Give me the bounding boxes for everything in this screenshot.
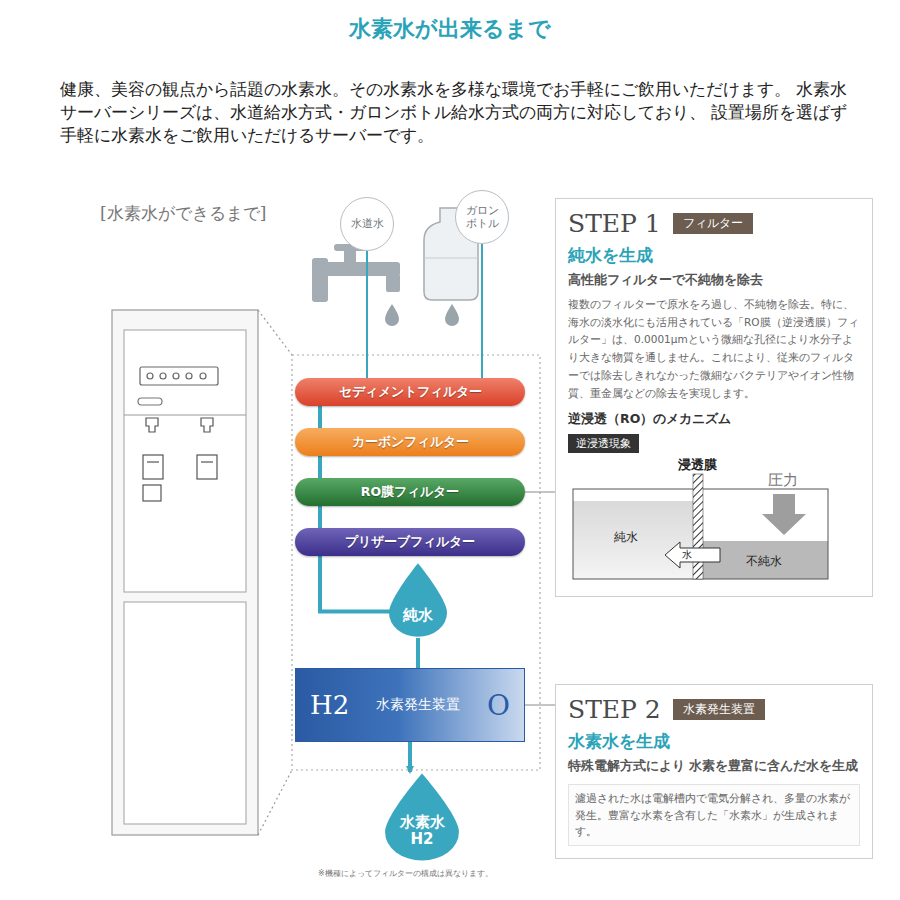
drop-label: 純水 <box>403 607 433 624</box>
filter-band: RO膜フィルター <box>295 478 525 506</box>
formula: H2 <box>411 831 434 848</box>
formula: H2 <box>310 690 349 720</box>
step-number: STEP 1 <box>568 209 661 238</box>
drop-label: 水素水 <box>400 814 445 831</box>
formula: O <box>487 689 510 722</box>
source-circle: ガロンボトル <box>455 190 509 244</box>
figure-label: 純水 <box>614 529 638 546</box>
step-panel: STEP 2 水素発生装置水素水を生成特殊電解方式により 水素を豊富に含んだ水を生… <box>555 684 873 859</box>
step-panel: STEP 1 フィルター純水を生成高性能フィルターで不純物を除去複数のフィルターで… <box>555 198 873 597</box>
flow-line <box>481 244 483 378</box>
flow-line <box>318 506 322 528</box>
panel-subheading: 高性能フィルターで不純物を除去 <box>568 271 860 290</box>
text-row: STEP 2 水素発生装置 <box>568 695 860 724</box>
flow-line <box>318 456 322 478</box>
device-name: 水素発生装置 <box>376 696 460 714</box>
leader-line <box>525 492 555 493</box>
step-tag: フィルター <box>673 213 753 234</box>
drop-shape <box>385 562 451 638</box>
tag-text: 逆浸透現象 <box>576 436 631 451</box>
footnote: ※機種によってフィルターの構成は異なります。 <box>318 868 493 879</box>
water-drop: 純水 <box>385 562 451 638</box>
flow-line <box>416 638 420 668</box>
hydrogen-generator: H2 水素発生装置 O <box>295 668 525 742</box>
figure-label: 浸透膜 <box>678 457 717 474</box>
panel-body: 濾過された水は電解槽内で電気分解され、多量の水素が発生。豊富な水素を含有した「水… <box>568 784 860 846</box>
panel-heading: 水素水を生成 <box>568 730 860 753</box>
section-heading: 逆浸透（RO）のメカニズム <box>568 411 860 428</box>
figure-caption: [水素水ができるまで] <box>100 202 266 225</box>
step-number: STEP 2 <box>568 695 661 724</box>
water-drop: 水素水H2 <box>380 772 464 862</box>
source-label: ガロンボトル <box>463 204 501 230</box>
dark-tag: 逆浸透現象 <box>568 434 639 453</box>
figure-label: 水 <box>682 549 692 561</box>
panel-body: 複数のフィルターで原水をろ過し、不純物を除去。特に、海水の淡水化にも活用されてい… <box>568 296 860 403</box>
filter-name: RO膜フィルター <box>361 484 459 501</box>
flow-line <box>408 742 412 772</box>
filter-band: カーボンフィルター <box>295 428 525 456</box>
leader-line <box>525 705 555 706</box>
text-row: STEP 1 フィルター <box>568 209 860 238</box>
filter-band: セディメントフィルター <box>295 378 525 406</box>
source-circle: 水道水 <box>340 197 394 251</box>
ro-figure: 浸透膜圧力純水不純水 水 <box>568 459 838 584</box>
filter-name: セディメントフィルター <box>339 384 482 401</box>
step-tag: 水素発生装置 <box>673 699 765 720</box>
figure-label: 圧力 <box>768 471 798 490</box>
filter-band: プリザーブフィルター <box>295 528 525 556</box>
intro-paragraph: 健康、美容の観点から話題の水素水。その水素水を多様な環境でお手軽にご飲用いただけ… <box>60 78 850 147</box>
page-title: 水素水が出来るまで <box>0 14 900 44</box>
flow-line <box>320 556 390 611</box>
panel-subheading: 特殊電解方式により 水素を豊富に含んだ水を生成 <box>568 757 860 776</box>
flow-line <box>366 251 368 378</box>
figure-label: 不純水 <box>746 553 782 570</box>
filter-name: プリザーブフィルター <box>345 534 475 551</box>
filter-name: カーボンフィルター <box>352 434 469 451</box>
panel-heading: 純水を生成 <box>568 244 860 267</box>
flow-line <box>318 406 322 428</box>
source-label: 水道水 <box>348 217 386 230</box>
